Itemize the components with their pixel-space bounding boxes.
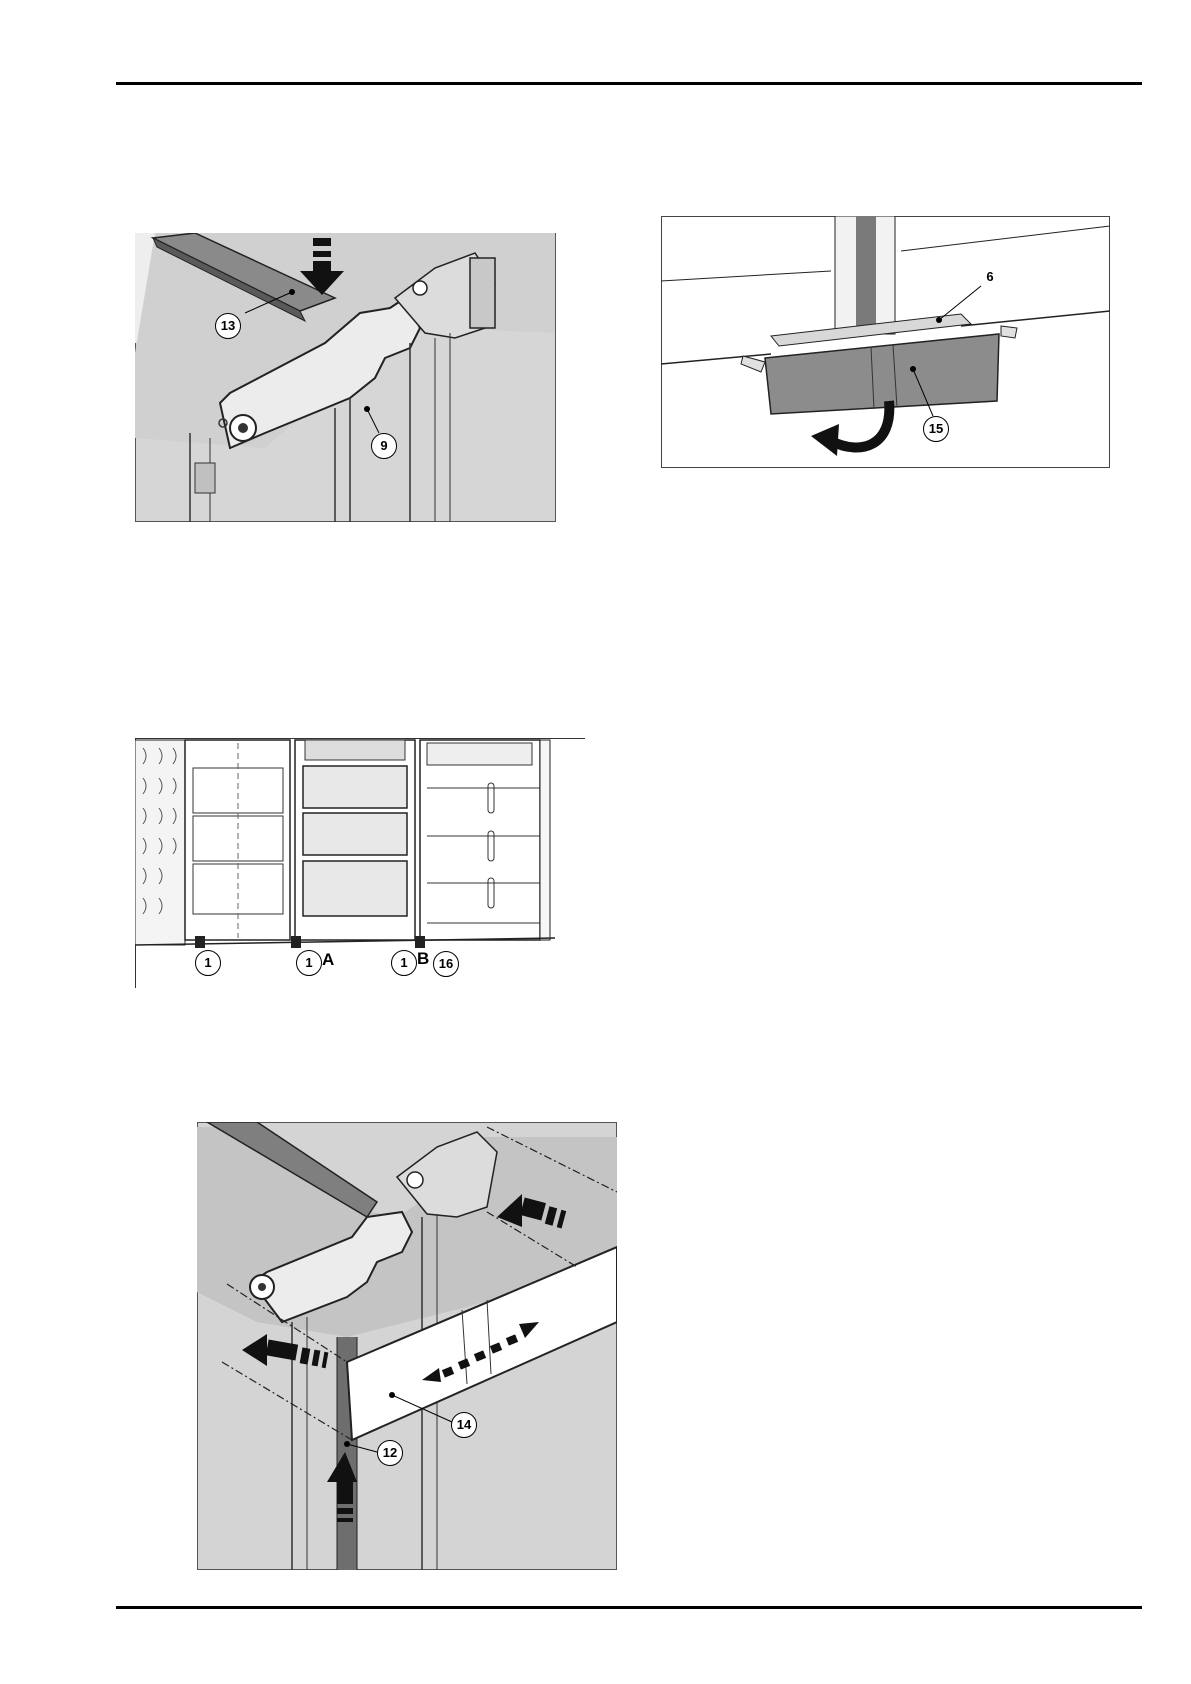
label-a: A [322, 950, 334, 970]
callout-12: 12 [377, 1440, 403, 1466]
callout-6: 6 [979, 266, 1001, 288]
figure-bottom-cover: 6 15 [661, 216, 1110, 468]
callout-15: 15 [923, 416, 949, 442]
label-b: B [417, 949, 429, 969]
figure-cover-strip-install: 12 14 [197, 1122, 617, 1570]
callout-14: 14 [451, 1412, 477, 1438]
figure-hinge-cover: 13 9 [135, 233, 556, 522]
callout-9: 9 [371, 433, 397, 459]
callout-1-right: 1 [391, 950, 417, 976]
callout-16: 16 [433, 951, 459, 977]
footer-rule [116, 1606, 1142, 1609]
header-rule [116, 82, 1142, 85]
figure-fridge-front: 1 1 A 1 B 16 [135, 738, 585, 988]
callout-1-left: 1 [195, 950, 221, 976]
callout-13: 13 [215, 313, 241, 339]
callout-1-middle: 1 [296, 950, 322, 976]
